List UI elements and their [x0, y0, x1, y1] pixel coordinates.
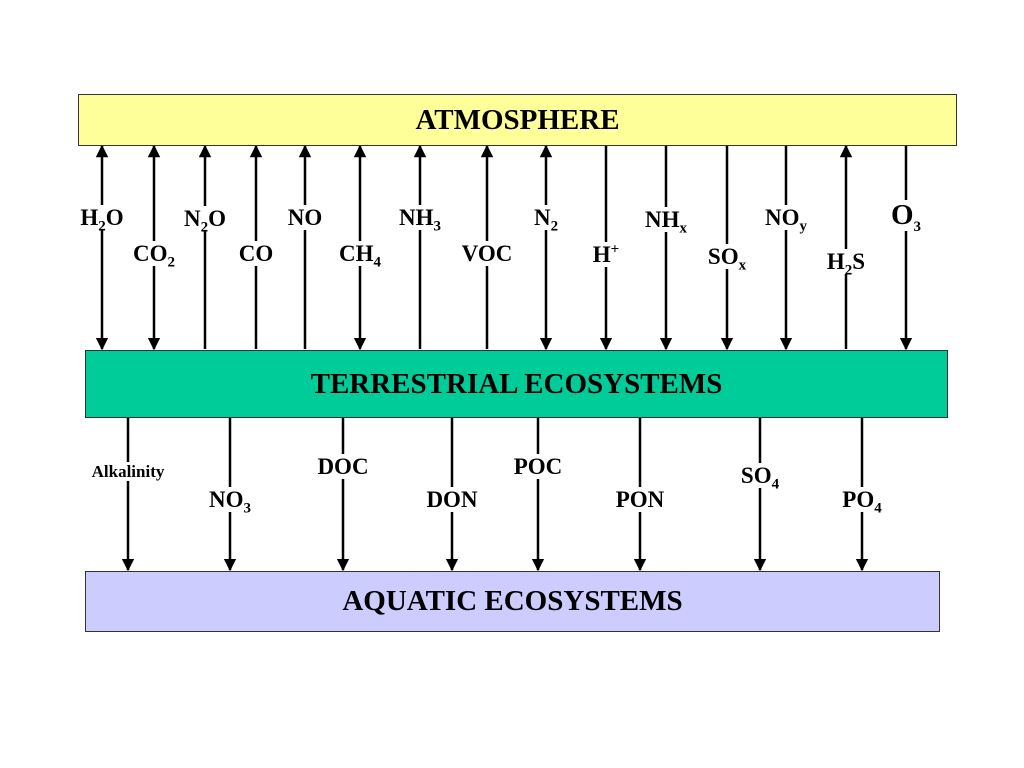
label-h-plus: H+	[591, 241, 621, 267]
label-co2: CO2	[132, 241, 176, 271]
label-alkalinity: Alkalinity	[90, 462, 166, 481]
label-doc: DOC	[316, 454, 370, 479]
label-pon: PON	[614, 487, 666, 512]
atmosphere-box: ATMOSPHERE	[78, 94, 957, 146]
label-no: NO	[286, 205, 324, 230]
label-o3: O3	[889, 199, 923, 235]
label-co: CO	[237, 241, 275, 266]
label-h2o: H2O	[79, 205, 125, 235]
terrestrial-ecosystems-box: TERRESTRIAL ECOSYSTEMS	[85, 350, 948, 418]
terrestrial-ecosystems-label: TERRESTRIAL ECOSYSTEMS	[310, 367, 723, 400]
label-ch4: CH4	[338, 241, 382, 271]
aquatic-ecosystems-label: AQUATIC ECOSYSTEMS	[342, 585, 683, 617]
aquatic-ecosystems-box: AQUATIC ECOSYSTEMS	[85, 571, 940, 632]
label-n2o: N2O	[182, 206, 228, 236]
label-noy: NOy	[764, 205, 808, 235]
label-nhx: NHx	[644, 207, 688, 237]
label-nh3: NH3	[398, 205, 442, 235]
label-no3: NO3	[208, 487, 252, 517]
label-po4: PO4	[841, 487, 883, 517]
label-n2: N2	[532, 205, 560, 235]
label-h2s: H2S	[825, 249, 867, 279]
label-so4: SO4	[739, 463, 781, 493]
label-poc: POC	[512, 454, 564, 479]
label-voc: VOC	[460, 241, 514, 266]
atmosphere-label: ATMOSPHERE	[415, 103, 620, 136]
label-sox: SOx	[706, 244, 748, 274]
label-don: DON	[425, 487, 479, 512]
